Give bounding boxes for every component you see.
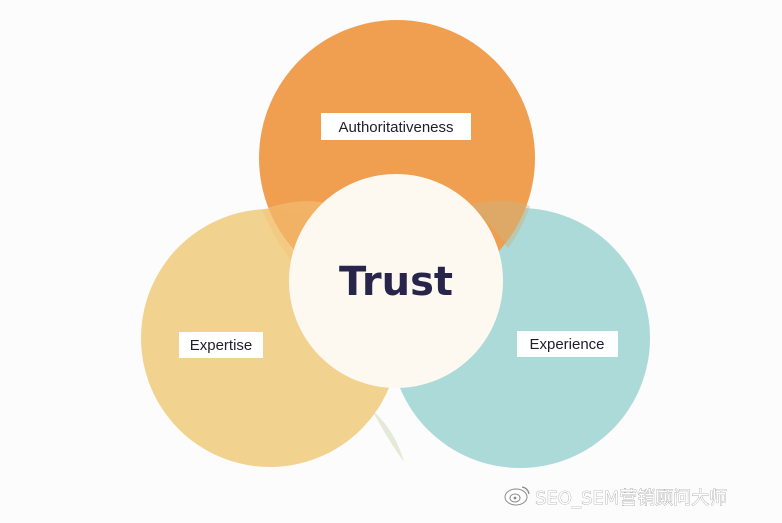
watermark: SEO_SEM营销顾问大师 [504, 486, 728, 509]
expertise-label: Expertise [190, 337, 253, 354]
authoritativeness-label: Authoritativeness [338, 119, 453, 136]
watermark-text: SEO_SEM营销顾问大师 [535, 488, 727, 509]
trust-label: Trust [339, 259, 453, 305]
authoritativeness-label-box [321, 113, 471, 140]
weibo-icon [504, 486, 530, 506]
top-right-overlap [470, 200, 530, 248]
experience-label-box [517, 331, 618, 357]
trust-circle [289, 174, 503, 388]
left-right-overlap [372, 410, 404, 462]
expertise-label-box [179, 332, 263, 358]
experience-label: Experience [529, 336, 604, 353]
